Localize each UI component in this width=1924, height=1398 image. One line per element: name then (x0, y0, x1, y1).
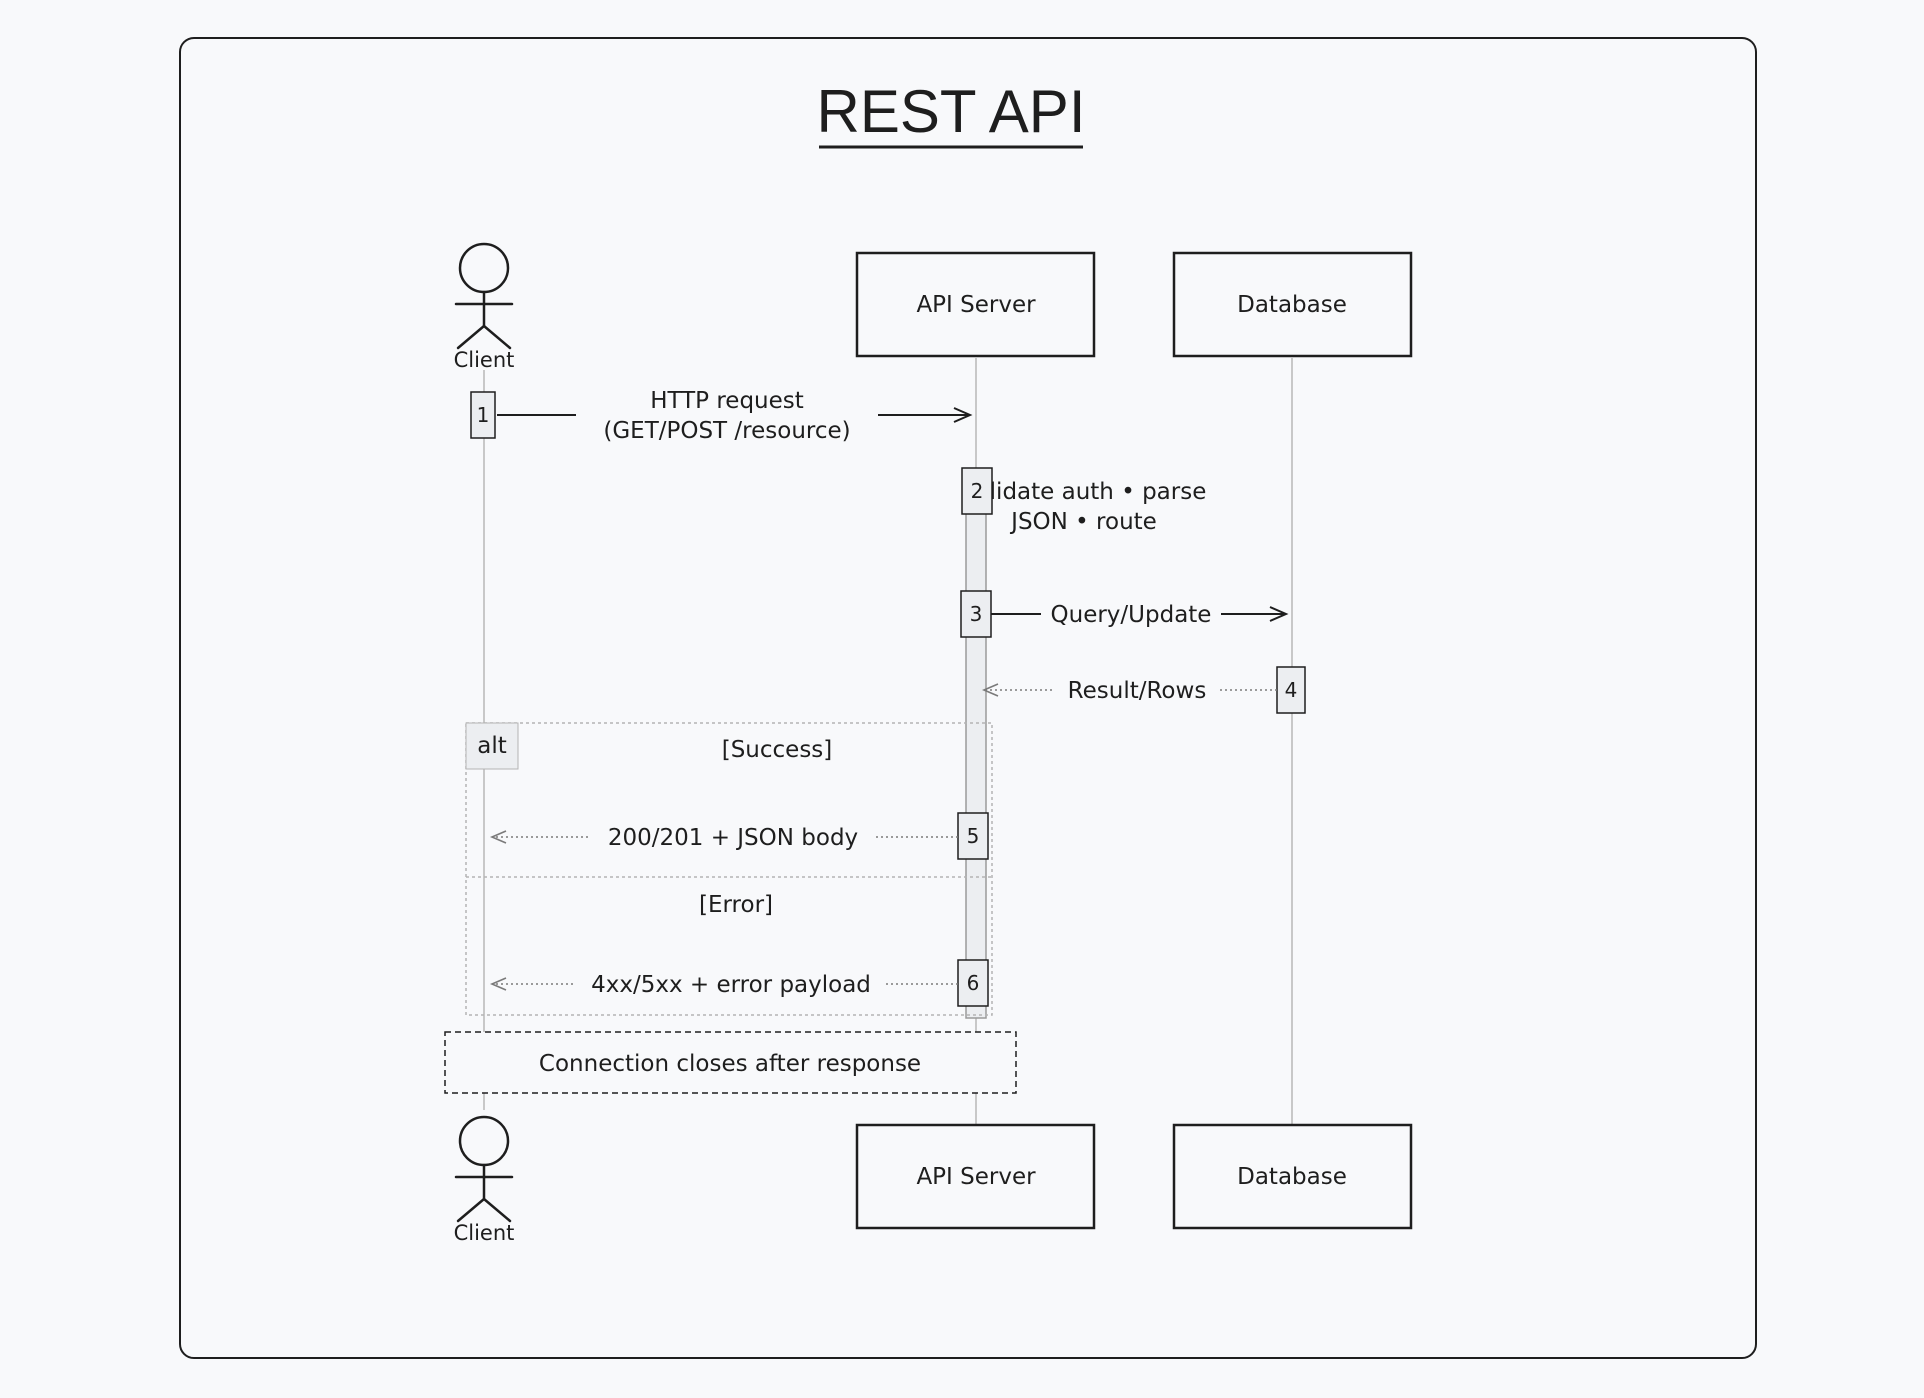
step-marker-2 (961, 467, 993, 515)
participant-label-client-top: Client (454, 348, 515, 372)
arrowhead-1-icon (953, 407, 973, 423)
diagram-frame (179, 37, 1757, 1359)
step-number-3: 3 (970, 602, 983, 626)
participant-box-api-top (855, 251, 1096, 358)
arrowhead-6-icon (489, 977, 507, 991)
note-box (444, 1031, 1017, 1094)
participant-box-db-bottom (1172, 1123, 1413, 1230)
participant-box-db-top (1172, 251, 1413, 358)
participant-box-api-bottom (855, 1123, 1096, 1230)
note-text: Connection closes after response (539, 1051, 921, 1077)
participant-db-top: Database (1172, 251, 1413, 358)
actor-client-top: Client (454, 242, 515, 372)
guard-error: [Error] (699, 892, 773, 918)
step-marker-1 (470, 391, 496, 439)
step-marker-4 (1276, 666, 1306, 714)
message-label-5: 200/201 + JSON body (608, 825, 858, 851)
alt-operator-tab (465, 722, 519, 770)
guard-success: [Success] (722, 737, 833, 763)
participant-label-api-bottom: API Server (916, 1164, 1036, 1190)
alt-operator-label: alt (477, 733, 507, 759)
message-label-4: Result/Rows (1068, 678, 1207, 704)
message-label-1-line1: HTTP request (650, 388, 804, 414)
step-number-4: 4 (1285, 678, 1298, 702)
step-marker-6 (957, 959, 989, 1007)
actor-client-bottom: Client (454, 1115, 515, 1245)
participant-label-client-bottom: Client (454, 1221, 515, 1245)
message-label-3: Query/Update (1051, 602, 1212, 628)
step-marker-3 (960, 590, 992, 638)
step-number-6: 6 (967, 971, 980, 995)
arrowhead-5-icon (489, 830, 507, 844)
step-number-5: 5 (967, 824, 980, 848)
activation-bar-api (965, 469, 987, 1019)
self-label-2-line2: JSON • route (1009, 509, 1157, 535)
label-bg-3 (1041, 596, 1221, 628)
actor-figure-icon (454, 1115, 514, 1223)
step-number-1: 1 (477, 403, 490, 427)
message-label-6: 4xx/5xx + error payload (591, 972, 871, 998)
actor-figure-icon (454, 242, 514, 350)
alt-fragment (465, 722, 993, 1016)
arrowhead-4-icon (981, 683, 999, 697)
diagram-title: REST API (816, 78, 1085, 145)
participant-api-bottom: API Server (855, 1123, 1096, 1230)
label-bg-4 (1055, 672, 1219, 704)
arrowhead-3-icon (1269, 606, 1289, 622)
message-label-1-line2: (GET/POST /resource) (603, 418, 850, 444)
participant-api-top: API Server (855, 251, 1096, 358)
participant-label-api-top: API Server (916, 292, 1036, 318)
participant-label-db-top: Database (1237, 292, 1347, 318)
step-number-2: 2 (971, 479, 984, 503)
label-bg-6 (576, 966, 886, 998)
label-bg-5 (590, 819, 876, 851)
participant-label-db-bottom: Database (1237, 1164, 1347, 1190)
label-bg-1 (576, 380, 878, 446)
step-marker-5 (957, 812, 989, 860)
self-label-2-line1: Validate auth • parse (962, 479, 1207, 505)
participant-db-bottom: Database (1172, 1123, 1413, 1230)
